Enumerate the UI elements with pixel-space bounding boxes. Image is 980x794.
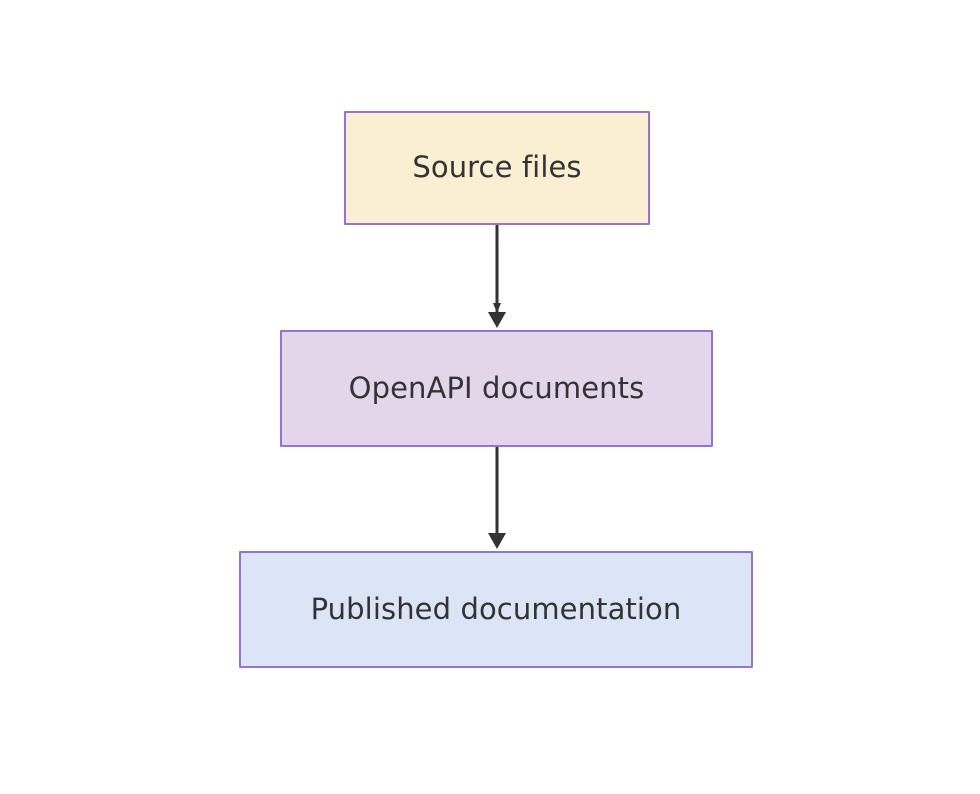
edge-openapi-to-published bbox=[488, 447, 506, 549]
flow-node-label: Published documentation bbox=[310, 591, 682, 626]
edge-source-to-openapi bbox=[488, 225, 506, 328]
flow-node-label: Source files bbox=[412, 150, 582, 185]
flow-node-openapi-documents[interactable]: OpenAPI documents bbox=[280, 330, 713, 447]
flow-node-published-documentation[interactable]: Published documentation bbox=[239, 551, 753, 668]
flow-node-source-files[interactable]: Source files bbox=[344, 111, 650, 225]
flow-node-label: OpenAPI documents bbox=[348, 370, 645, 405]
